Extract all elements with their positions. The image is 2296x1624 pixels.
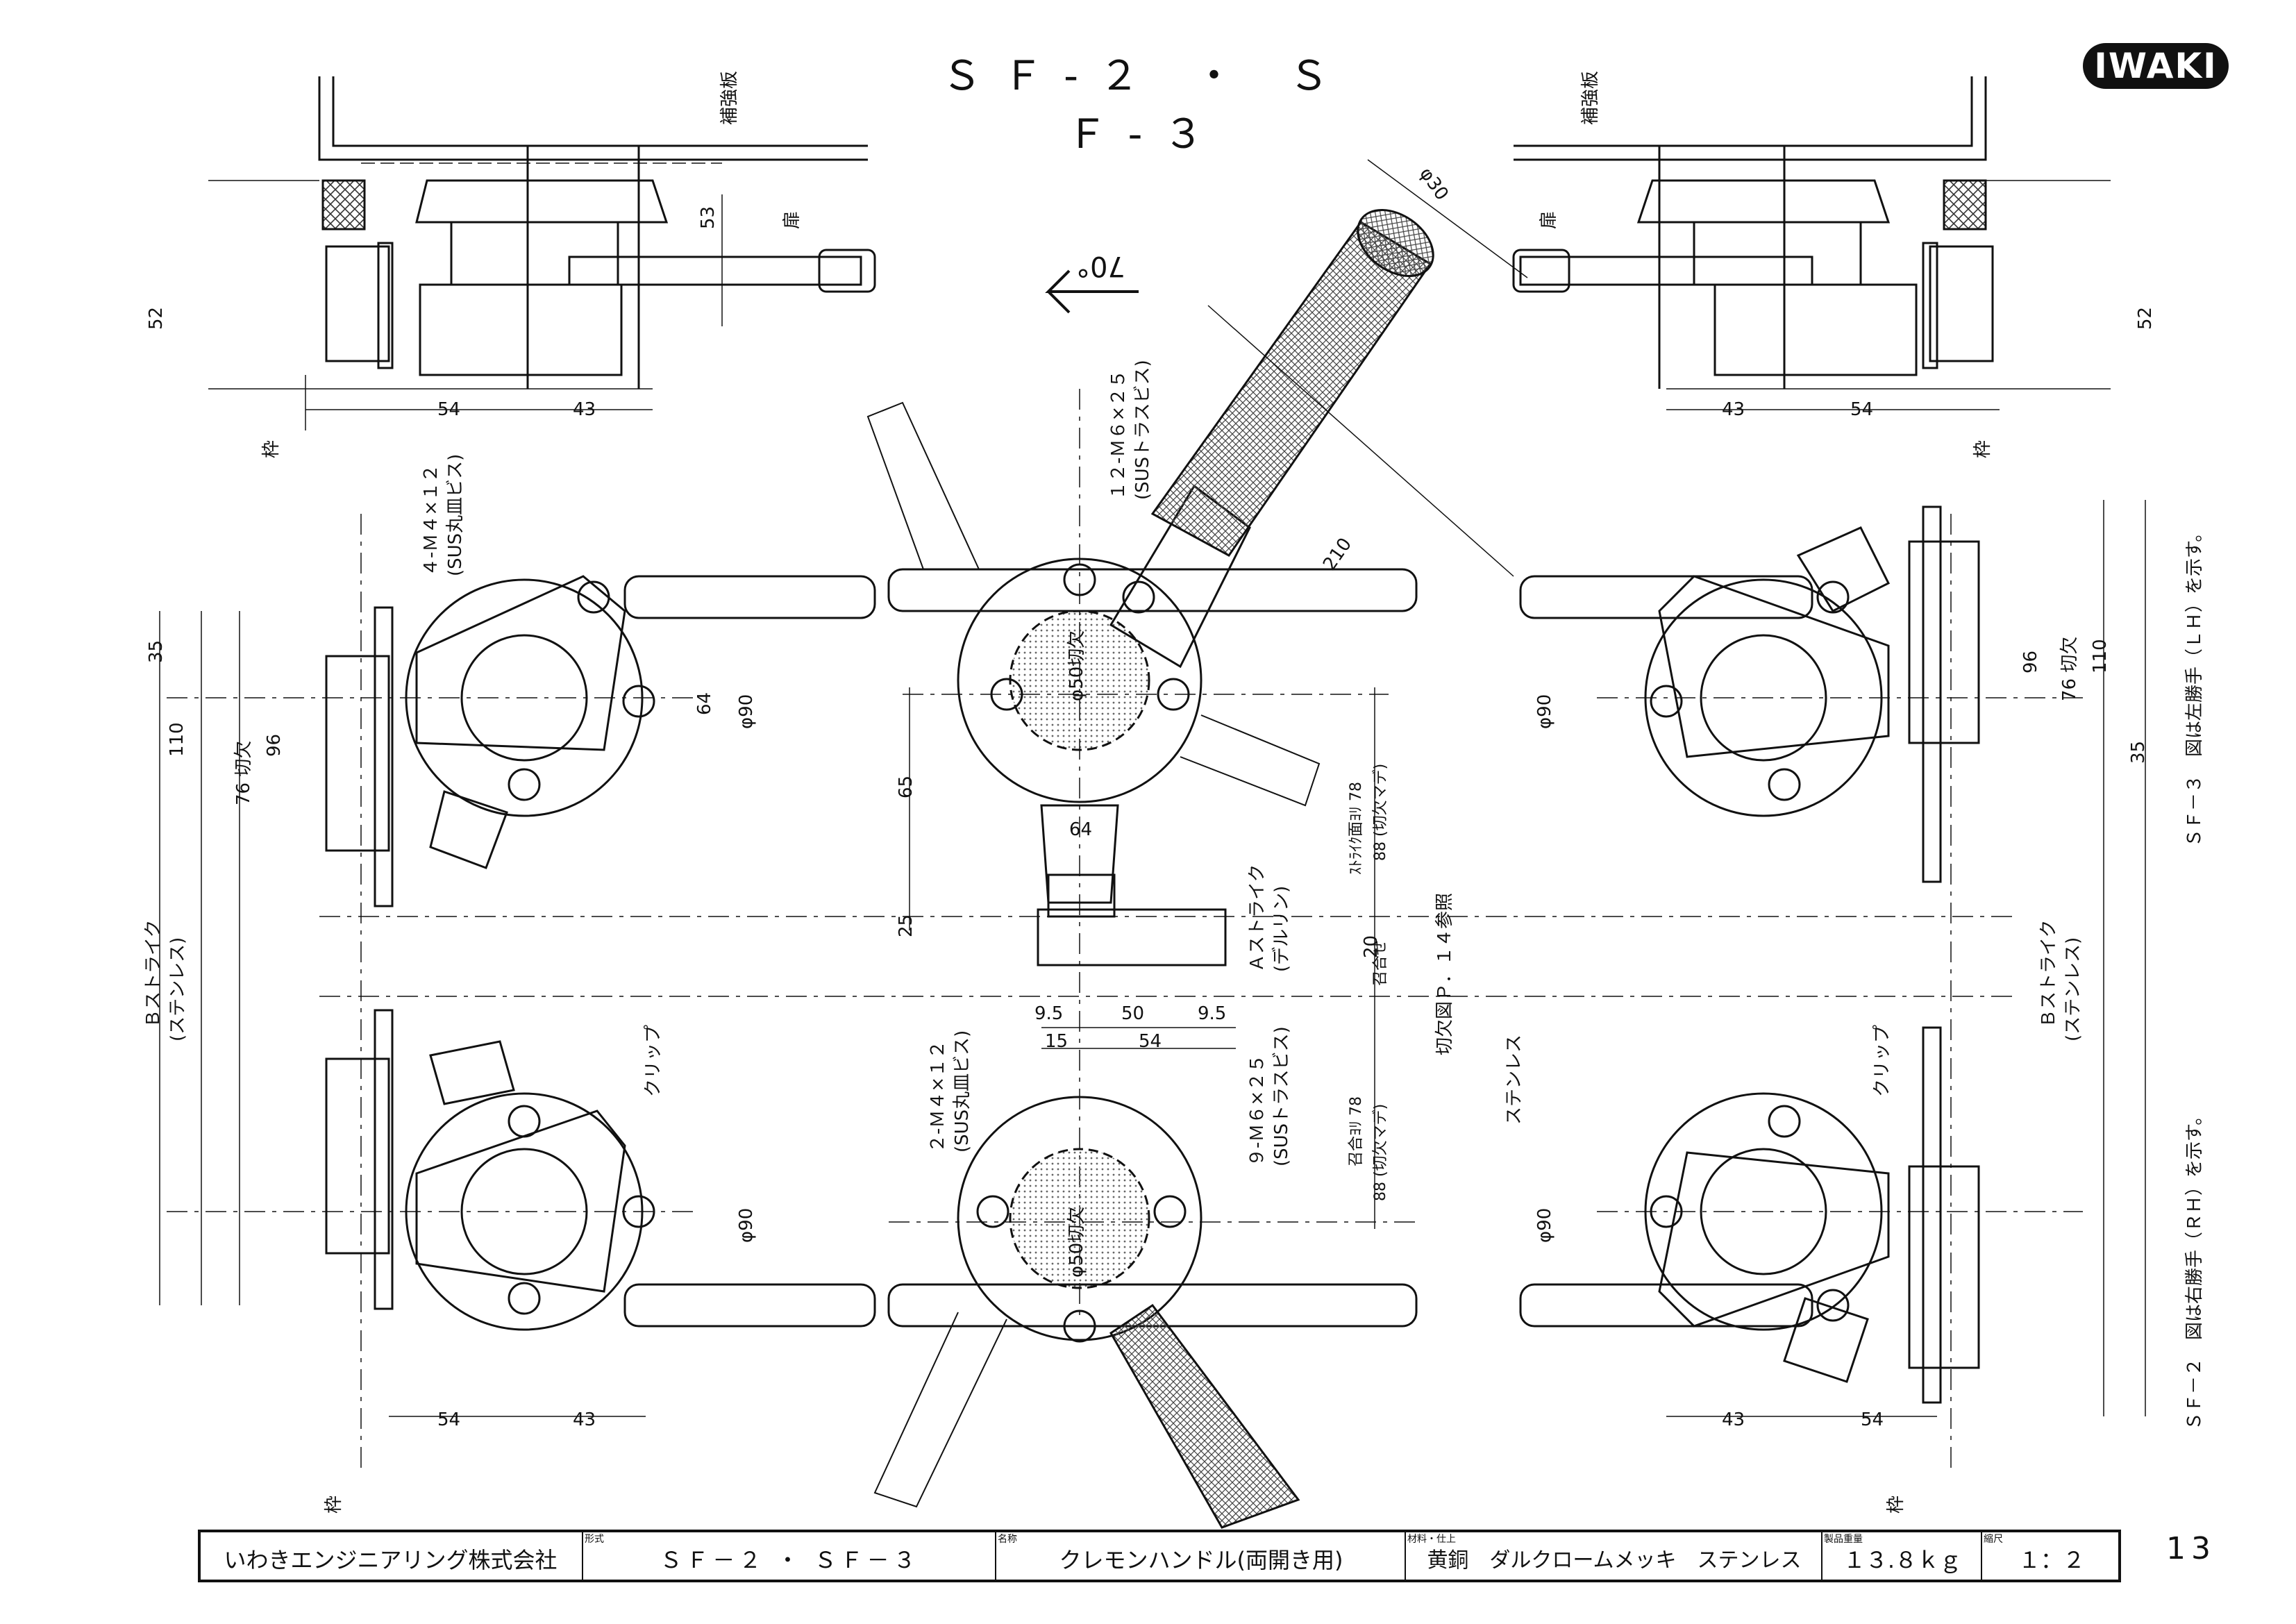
label-strike-a: Ａストライク	[1247, 864, 1268, 972]
label-frame-br: 枠	[1886, 1495, 1907, 1514]
label-reinforcement-left: 補強板	[719, 70, 740, 125]
dim-43-bl: 43	[573, 1409, 596, 1430]
label-clip-right: クリップ	[1872, 1024, 1893, 1097]
dim-96-r: 96	[2020, 650, 2041, 673]
page-number: 13	[2166, 1531, 2216, 1566]
tb-cell-divider-2	[583, 1531, 996, 1581]
dim-20: 20	[1361, 935, 1382, 958]
tb-model: ＳＦ－２ ・ ＳＦ－３	[660, 1547, 920, 1573]
handle-left-top	[167, 575, 876, 907]
dim-54-br: 54	[1861, 1409, 1884, 1430]
label-phi90-lt: φ90	[736, 694, 757, 729]
tb-scale-caption: 縮尺	[1984, 1534, 2003, 1545]
dim-43-tr: 43	[1722, 399, 1745, 420]
dim-64-h: 64	[1069, 819, 1093, 840]
label-strike-b-mat-left: (ステンレス)	[167, 937, 188, 1041]
tb-scale: １：２	[2018, 1547, 2085, 1573]
frame-lines	[159, 159, 2146, 1472]
label-reinforcement-right: 補強板	[1580, 70, 1601, 125]
label-strike-b-right: Ｂストライク	[2038, 919, 2059, 1028]
dim-9-5-l: 9.5	[1034, 1003, 1064, 1024]
label-meeting-face: 召合ﾖﾘ 78	[1348, 1096, 1365, 1166]
label-phi50-bottom: φ50切欠	[1066, 1206, 1087, 1278]
label-strike-a-material: (デルリン)	[1271, 885, 1292, 972]
dim-54-tr: 54	[1850, 399, 1874, 420]
dim-43-br: 43	[1722, 1409, 1745, 1430]
label-strike-b-mat-right: (ステンレス)	[2063, 937, 2084, 1041]
label-stainless: ステンレス	[1504, 1034, 1525, 1125]
side-view-left	[208, 76, 876, 430]
tb-cell-divider-1	[198, 1531, 583, 1581]
label-phi90-rt: φ90	[1534, 694, 1555, 729]
dim-64-c: 64	[694, 692, 715, 715]
dim-52-l: 52	[146, 306, 167, 330]
note-sf3: ＳＦ－３ 図は左勝手（ＬＨ）を示す。	[2184, 524, 2205, 847]
label-screw-sus-truss-1: (SUSトラスビス)	[1132, 360, 1153, 500]
label-screw-sus-truss-2: (SUSトラスビス)	[1271, 1026, 1292, 1166]
rotation-arrow	[1045, 269, 1139, 314]
tb-name: クレモンハンドル(両開き用)	[1059, 1547, 1343, 1573]
dim-96-l: 96	[264, 733, 285, 757]
label-phi90-rb: φ90	[1534, 1207, 1555, 1243]
dim-54-c: 54	[1139, 1031, 1162, 1052]
label-frame-bl: 枠	[324, 1495, 344, 1514]
tb-material-caption: 材料・仕上	[1407, 1534, 1456, 1545]
handle-right-top	[1519, 505, 2083, 883]
note-sf2: ＳＦ－２ 図は右勝手（ＲＨ）を示す。	[2184, 1107, 2205, 1430]
label-screw-m4x12-4: ４-Ｍ４×１２	[421, 464, 442, 576]
label-strike-b-left: Ｂストライク	[143, 919, 164, 1028]
dim-54-tl: 54	[437, 399, 461, 420]
label-door-left: 扉	[782, 210, 803, 229]
iwaki-logo: IWAKI	[2083, 43, 2229, 89]
dim-25: 25	[896, 914, 916, 937]
dim-9-5-r: 9.5	[1198, 1003, 1227, 1024]
label-angle-70: 70°	[1076, 250, 1125, 282]
handle-right-bottom	[1519, 1026, 2083, 1404]
label-door-right: 扉	[1539, 210, 1559, 229]
label-notch-mate-1: 88 (切欠マデ)	[1372, 763, 1389, 861]
label-notch-ref: 切欠図Ｐ．１４参照	[1434, 892, 1455, 1055]
label-frame-tl: 枠	[261, 440, 282, 458]
tb-weight-caption: 製品重量	[1824, 1534, 1863, 1545]
dim-110-r: 110	[2090, 639, 2111, 673]
label-screw-m6x25-12: １２-Ｍ６×２５	[1108, 369, 1129, 500]
drawing-title: ＳＦ-２ ・ ＳＦ-３	[941, 52, 1350, 158]
tb-name-caption: 名称	[998, 1534, 1017, 1545]
label-screw-m6x25-9: ９-Ｍ６×２５	[1247, 1054, 1268, 1166]
label-phi50-top: φ50切欠	[1066, 630, 1087, 701]
dim-35-l: 35	[146, 639, 167, 663]
dim-65: 65	[896, 775, 916, 798]
dim-43-tl: 43	[573, 399, 596, 420]
dim-76-r: 76 切欠	[2059, 636, 2080, 701]
tb-cell-divider-4	[1406, 1531, 1822, 1581]
label-frame-tr: 枠	[1972, 440, 1993, 458]
dim-35-r: 35	[2128, 740, 2149, 764]
label-notch-mate-2: 88 (切欠マデ)	[1372, 1103, 1389, 1201]
label-screw-m4x12-2: ２-Ｍ４×１２	[928, 1040, 948, 1153]
label-strike-face: ｽﾄﾗｲｸ面ﾖﾘ 78	[1348, 782, 1365, 875]
dim-76-l: 76 切欠	[233, 740, 254, 805]
label-phi90-lb: φ90	[736, 1207, 757, 1243]
title-block	[198, 1530, 2121, 1582]
dim-54-bl: 54	[437, 1409, 461, 1430]
dim-110-l: 110	[167, 722, 187, 757]
handle-top-center	[866, 208, 1434, 1319]
dim-53: 53	[698, 206, 719, 229]
tb-company: いわきエンジニアリング株式会社	[224, 1547, 558, 1573]
tb-cell-divider-5	[1822, 1531, 1982, 1581]
dim-50: 50	[1121, 1003, 1145, 1024]
tb-model-caption: 形式	[585, 1534, 604, 1545]
tb-weight: １３.８ｋｇ	[1843, 1547, 1962, 1573]
label-clip-left: クリップ	[643, 1024, 664, 1097]
label-screw-sus-pan-2: (SUS丸皿ビス)	[952, 1030, 973, 1153]
dim-52-r: 52	[2135, 306, 2156, 330]
tb-cell-divider-3	[996, 1531, 1406, 1581]
handle-bottom-center	[873, 1096, 1418, 1529]
handle-left-bottom	[167, 1009, 876, 1331]
label-screw-sus-pan-1: (SUS丸皿ビス)	[445, 453, 466, 576]
tb-material: 黄銅 ダルクロームメッキ ステンレス	[1427, 1548, 1802, 1573]
dim-15: 15	[1045, 1031, 1069, 1052]
side-view-right	[1512, 76, 2111, 410]
